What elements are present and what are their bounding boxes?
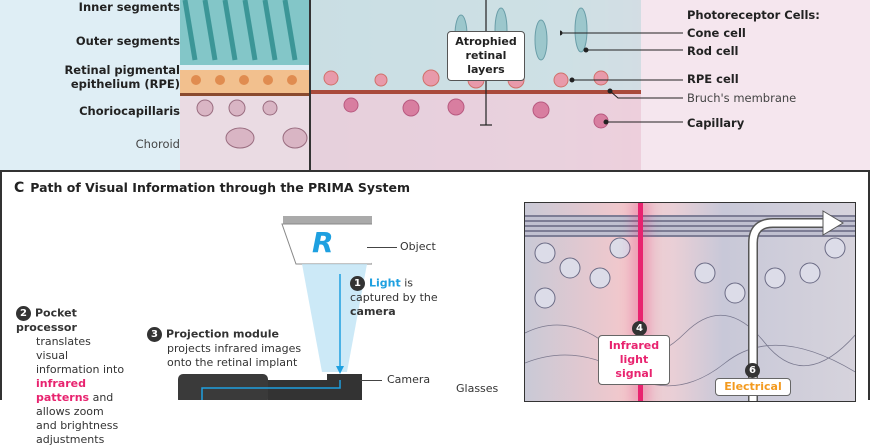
photoreceptor-heading: Photoreceptor Cells: bbox=[687, 8, 820, 22]
camera-label: Camera bbox=[387, 373, 431, 386]
label-cone-cell: Cone cell bbox=[687, 26, 746, 40]
step-2-number: 2 bbox=[16, 306, 31, 321]
step-4-callout: Infrared light signal bbox=[598, 335, 670, 385]
step-3-title: Projection module bbox=[166, 327, 279, 341]
glasses-label: Glasses bbox=[456, 382, 499, 395]
step-1: 1 Light is captured by the camera bbox=[350, 276, 460, 319]
label-outer-segments: Outer segments bbox=[75, 34, 180, 48]
leader-lines bbox=[560, 30, 683, 125]
retinal-cells bbox=[525, 237, 855, 387]
object-leader bbox=[367, 247, 397, 248]
step-2-text1: translates visual information into bbox=[36, 335, 125, 376]
step-2-title: Pocket processor bbox=[16, 306, 77, 335]
label-rod-cell: Rod cell bbox=[687, 44, 739, 58]
object-glyph: R bbox=[312, 226, 334, 259]
label-bruchs-membrane: Bruch's membrane bbox=[687, 91, 797, 105]
panel-letter: C bbox=[14, 180, 25, 196]
panel-c-title: C Path of Visual Information through the … bbox=[14, 180, 410, 196]
step-1-bold: camera bbox=[350, 305, 396, 318]
panel-b: Inner segments Outer segments Retinal pi… bbox=[0, 0, 870, 172]
label-rpe-cell: RPE cell bbox=[687, 72, 739, 86]
signal-arrow-icon bbox=[748, 210, 844, 401]
camera-leader bbox=[360, 380, 382, 381]
infrared-beam bbox=[638, 203, 643, 401]
step-3: 3 Projection module projects infrared ima… bbox=[147, 327, 307, 370]
panel-c: C Path of Visual Information through the … bbox=[0, 172, 870, 446]
step-3-text: projects infrared images onto the retina… bbox=[167, 342, 302, 369]
label-choroid: Choroid bbox=[135, 137, 180, 151]
label-choriocapillaris: Choriocapillaris bbox=[79, 104, 180, 118]
panel-title: Path of Visual Information through the P… bbox=[30, 180, 410, 195]
step-6-callout: Electrical bbox=[715, 378, 791, 396]
step-1-highlight: Light bbox=[369, 276, 401, 290]
label-capillary: Capillary bbox=[687, 116, 745, 130]
object-label: Object bbox=[400, 240, 436, 253]
retina-implant-panel: 4 Infrared light signal 6 Electrical bbox=[524, 202, 856, 402]
label-inner-segments: Inner segments bbox=[78, 0, 180, 14]
divider bbox=[309, 0, 311, 170]
normal-retina-illustration bbox=[180, 0, 310, 170]
step-1-number: 1 bbox=[350, 276, 365, 291]
projection-illustration bbox=[178, 216, 372, 400]
atrophied-layers-callout: Atrophied retinal layers bbox=[447, 31, 525, 81]
step-1-text: is captured by the bbox=[350, 276, 438, 305]
step-4-number: 4 bbox=[632, 321, 647, 336]
step-6-number: 6 bbox=[745, 363, 760, 378]
step-3-number: 3 bbox=[147, 327, 162, 342]
label-rpe: Retinal pigmental epithelium (RPE) bbox=[64, 63, 180, 91]
